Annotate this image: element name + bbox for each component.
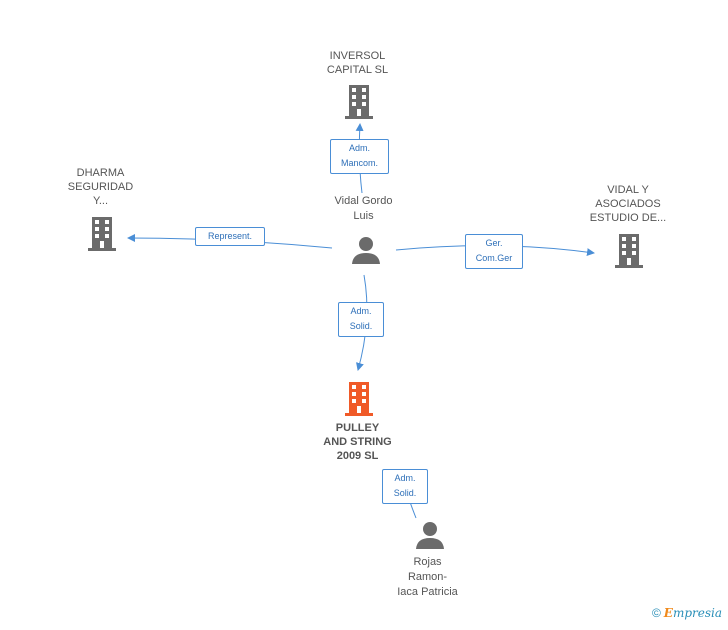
edge-label-to-vidal-asociados: Ger. Com.Ger <box>465 234 523 269</box>
company-label-pulley[interactable]: PULLEY AND STRING 2009 SL <box>323 422 392 462</box>
brand-initial: E <box>663 606 673 620</box>
edge-label-to-dharma: Represent. <box>195 227 265 246</box>
building-icon[interactable] <box>615 234 643 268</box>
edge-label-to-pulley: Adm. Solid. <box>338 302 384 337</box>
person-label-rojas[interactable]: Rojas Ramon- Iaca Patricia <box>397 556 458 598</box>
main-company-building-icon[interactable] <box>345 382 373 416</box>
person-icon[interactable] <box>351 235 381 265</box>
empresia-logo: ©Empresia <box>652 606 722 620</box>
person-icon[interactable] <box>415 520 445 550</box>
edge-label-to-inversol: Adm. Mancom. <box>330 139 389 174</box>
company-label-dharma[interactable]: DHARMA SEGURIDAD Y... <box>67 167 134 207</box>
edge-label-rojas-to-pulley: Adm. Solid. <box>382 469 428 504</box>
copyright-symbol: © <box>651 606 661 620</box>
person-label-vidal-gordo[interactable]: Vidal Gordo Luis <box>334 195 393 222</box>
company-label-vidal-asociados[interactable]: VIDAL Y ASOCIADOS ESTUDIO DE... <box>589 184 667 224</box>
building-icon[interactable] <box>345 85 373 119</box>
brand-name: mpresia <box>672 606 722 620</box>
company-label-inversol[interactable]: INVERSOL CAPITAL SL <box>326 50 389 76</box>
building-icon[interactable] <box>88 217 116 251</box>
